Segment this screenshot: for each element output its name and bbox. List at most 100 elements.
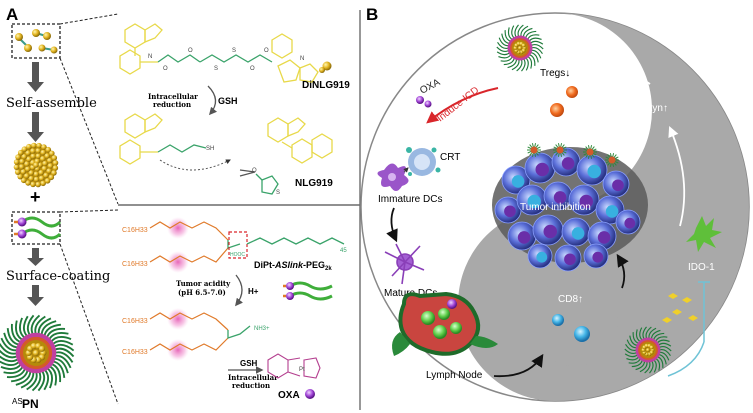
down-arrow-icon	[27, 285, 44, 306]
sh-atom: SH	[206, 146, 214, 152]
dipt-label: DiPt-ASlink-PEG2k	[254, 260, 332, 272]
cyclization-arrow	[159, 159, 231, 171]
leader-line-3	[59, 209, 119, 213]
cd8-label: CD8↑	[558, 294, 583, 305]
induce-icd-arrow	[426, 87, 499, 124]
svg-text:O: O	[252, 168, 257, 174]
cd8-circle	[530, 278, 618, 366]
reduction2-line-2: reduction	[232, 381, 270, 390]
panel-b-letter: B	[366, 5, 378, 24]
panel-b: B OXA Induce ICD CRT	[360, 5, 750, 402]
chain-label-4: C16H33	[122, 349, 148, 356]
nanoparticle-top-icon	[496, 24, 544, 72]
dipt-structure	[149, 217, 345, 361]
tumor-acidity-line-2: (pH 6.5-7.0)	[178, 288, 226, 297]
down-arrow-icon	[27, 248, 44, 266]
treg-cell-icon	[550, 103, 564, 117]
nlg919-label: NLG919	[295, 178, 333, 189]
immature-dc-icon	[377, 163, 409, 191]
down-arrow-icon	[27, 112, 44, 142]
oxa-structure	[267, 353, 321, 379]
lymph-node-icon	[392, 291, 498, 356]
leader-line-2	[59, 57, 119, 205]
dinlg-ball-icon	[322, 61, 332, 71]
dipt-italic: ASlink	[274, 260, 304, 270]
dinlg-dashed-box	[11, 23, 61, 59]
svg-text:O: O	[188, 48, 193, 54]
treg-cell-icon	[566, 86, 578, 98]
split-arrow	[239, 169, 256, 177]
down-arrow-icon	[27, 62, 44, 92]
ido-to-trp-arrow	[668, 126, 686, 227]
tregs-circle	[513, 50, 597, 134]
product-superscript: AS	[12, 397, 23, 406]
tumor-inhibition-label: Tumor inhibition	[520, 202, 591, 213]
peg-n-label: 45	[340, 248, 347, 254]
chain-label-1: C16H33	[122, 227, 148, 234]
tumor-cluster-icon	[492, 143, 648, 272]
self-assemble-label: Self-assemble	[6, 96, 97, 111]
cd8-to-tumor-arrow	[616, 253, 629, 289]
dinlg919-label: DiNLG919	[302, 80, 350, 91]
lymph-to-cd8-arrow	[493, 353, 544, 378]
inhibition-curve	[667, 341, 705, 377]
hooc-label: HOOC	[230, 252, 245, 258]
maturation-arrow	[386, 207, 398, 243]
dinlg919-structure	[119, 23, 319, 83]
chain-label-3: C16H33	[122, 318, 148, 325]
product-label: PN	[22, 397, 39, 411]
svg-text:S: S	[214, 66, 218, 72]
cd8-cell-icon	[552, 314, 564, 326]
chain-label-2: C16H33	[122, 261, 148, 268]
svg-text:O: O	[264, 48, 269, 54]
carbonate-atoms: OS	[252, 168, 280, 196]
surface-coating-label: Surface-coating	[6, 269, 110, 284]
dinlg-ball-icon	[319, 67, 325, 73]
mature-dc-icon	[384, 243, 425, 285]
gold-nanoparticle-icon	[13, 142, 59, 188]
trp-kyn-label: Trp/kyn↑	[630, 103, 668, 114]
lymph-node-label: Lymph Node	[426, 370, 483, 381]
polymer-icon	[14, 216, 62, 240]
leader-line-4	[59, 243, 119, 405]
immature-dcs-label: Immature DCs	[378, 194, 442, 205]
oxa-small-ball-icon	[416, 96, 424, 104]
svg-text:O: O	[163, 66, 168, 72]
tumor-acidity-line-1: Tumor acidity	[176, 279, 231, 288]
dying-tumor-cell-icon	[406, 147, 441, 176]
ido1-label: IDO-1	[688, 262, 715, 273]
thiol-intermediate-structure	[119, 113, 207, 165]
crt-arrow	[403, 167, 409, 173]
gsh-label: GSH	[218, 96, 238, 106]
dipt-suffix: -PEG	[303, 260, 325, 270]
svg-text:N: N	[300, 56, 304, 62]
dinlg-small-molecules-icon	[15, 29, 58, 54]
nlg919-structure	[267, 117, 333, 164]
crt-label: CRT	[440, 152, 460, 163]
oxa-ball-icon	[305, 389, 315, 399]
acidity-arrow	[235, 274, 243, 307]
panel-a-letter: A	[6, 5, 18, 24]
h-plus-label: H+	[248, 287, 259, 296]
nanoparticle-bottom-icon	[624, 326, 672, 374]
panel-a: A Self-assemble	[0, 5, 361, 411]
nh3-label: NH3+	[254, 326, 270, 332]
oxa-small-ball-icon	[424, 100, 432, 108]
gsh-arrow	[207, 85, 218, 116]
svg-text:O: O	[250, 66, 255, 72]
svg-text:S: S	[232, 48, 236, 54]
leader-line-1	[59, 13, 119, 25]
trp-to-tregs-arrow	[601, 71, 651, 85]
pt-atom: Pt	[299, 367, 305, 373]
released-nlg-molecules-icon	[662, 293, 698, 323]
cyclic-carbonate-structure	[255, 173, 279, 195]
cd8-cell-icon	[574, 326, 590, 342]
reduction-line-1: Intracellular	[148, 92, 198, 101]
svg-text:S: S	[276, 190, 280, 196]
cleaved-polymer-icon	[283, 281, 333, 301]
plus-sign: +	[30, 187, 41, 207]
dipt-sub: 2k	[325, 266, 332, 272]
